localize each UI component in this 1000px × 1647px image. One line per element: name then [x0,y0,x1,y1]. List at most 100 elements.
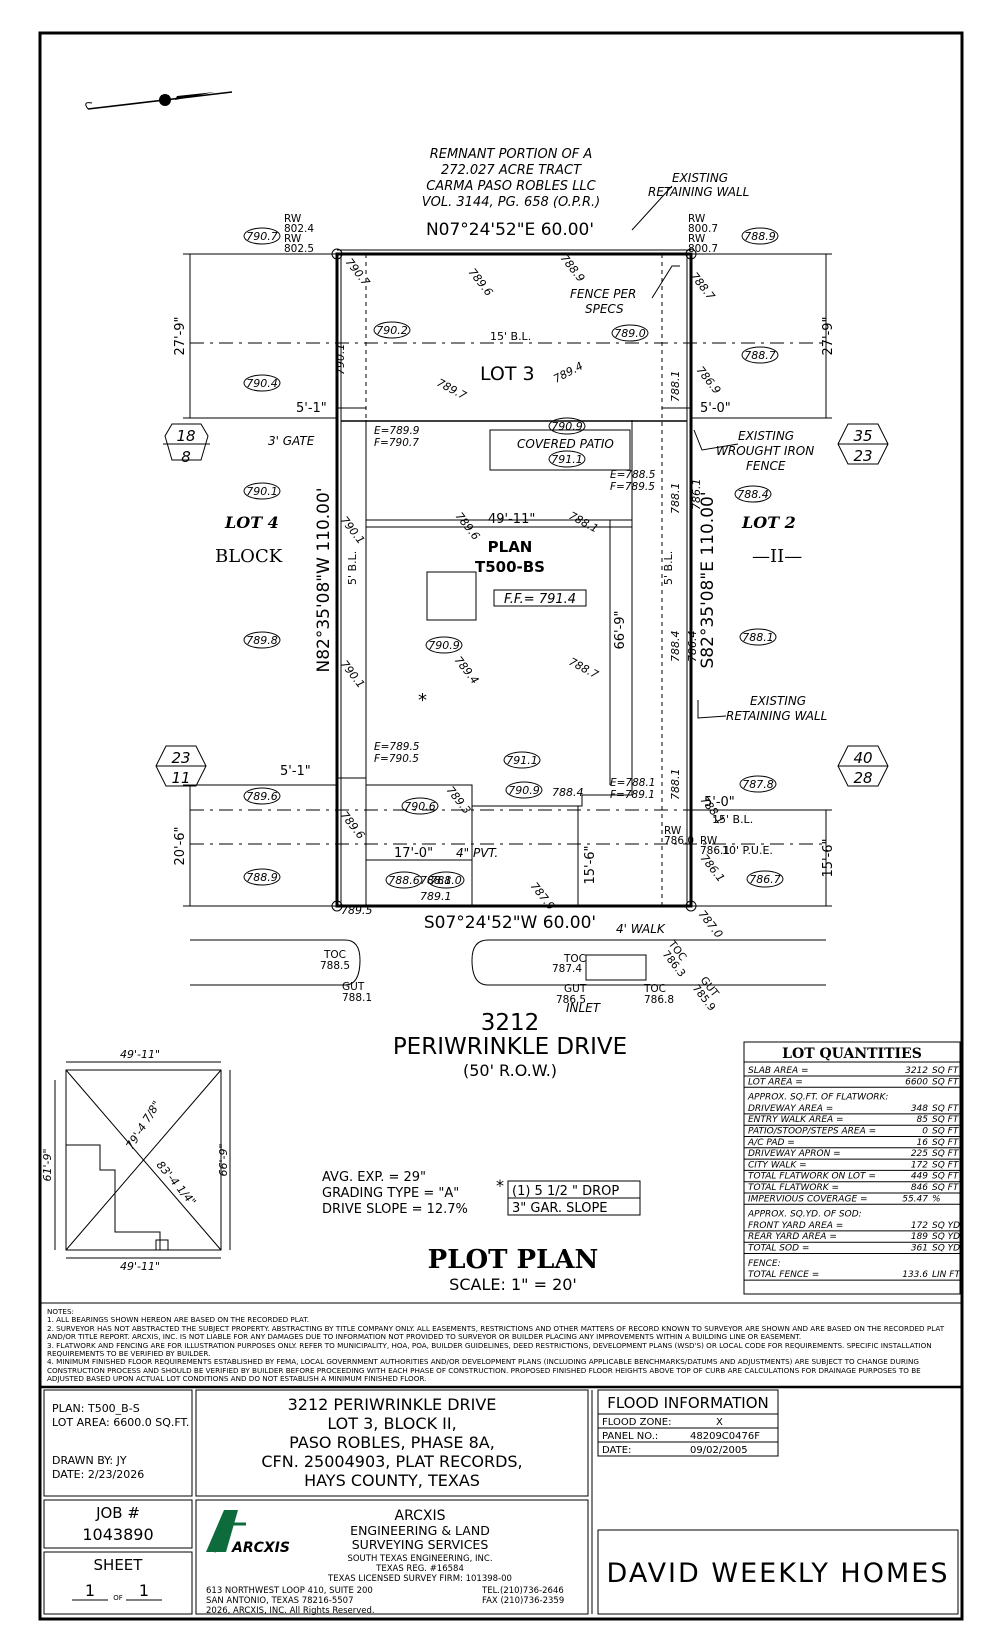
quantity-label: A/C PAD = [747,1138,795,1148]
hex-marker-bl: 23 11 [155,745,207,787]
sod-heading: APPROX. SQ.YD. OF SOD: [747,1210,862,1220]
mini-diag-2: 83'-4 1/4" [154,1159,199,1209]
mini-left: 61'-9" [41,1148,54,1181]
drop-note: (1) 5 1/2 " DROP [512,1184,619,1199]
toc-1: TOC [323,949,346,961]
wrought-iron-2: WROUGHT IRON [716,444,814,458]
elev-bubble: 790.2 [376,324,408,337]
dim-side-bl: 5'-1" [280,764,311,779]
garage-slope: 3" GAR. SLOPE [512,1201,608,1216]
spot-elev: 787.0 [696,908,726,941]
quantity-value: 3212 [905,1066,928,1076]
wrought-iron-3: FENCE [746,459,786,473]
block-number: —II— [752,546,802,567]
company-line-3: SURVEYING SERVICES [352,1537,489,1552]
spot-elev: 786.1 [690,479,703,511]
hex-marker-tr: 35 23 [837,423,889,465]
tb-sheet-of: OF [113,1594,123,1602]
ef-8: F=789.1 [610,789,655,801]
quantity-label: TOTAL SOD = [748,1244,809,1254]
quantity-value: 189 [911,1232,928,1242]
quantity-unit: % [932,1194,941,1204]
quantities-heading: LOT QUANTITIES [782,1046,922,1062]
bl-front-label: 15' B.L. [712,813,753,826]
dim-house-depth: 66'-9" [613,610,628,649]
quantity-label: CITY WALK = [748,1160,807,1170]
rw-tl-1: RW [284,213,302,225]
bearing-left: N82°35'08"W 110.00' [314,488,334,673]
phone: TEL.(210)736-2646 [481,1586,564,1596]
rw-br-4: 786.1 [700,845,730,857]
lot-3-label: LOT 3 [480,363,535,385]
mini-bottom: 49'-11" [120,1260,160,1273]
ef-1: E=789.9 [374,425,420,437]
quantity-label: DRIVEWAY APRON = [748,1149,841,1159]
house-outline [365,519,633,807]
elev-bubble: 786.7 [749,873,781,886]
tb-address-4: CFN. 25004903, PLAT RECORDS, [261,1452,522,1471]
quantity-value: 0 [922,1127,928,1137]
plan-label: PLAN [488,538,533,556]
spot-elev: 788.7 [567,655,601,681]
bl-rear-label: 15' B.L. [490,330,531,343]
ef-4: F=789.5 [610,481,655,493]
dim-side-tr: 5'-0" [700,401,731,416]
quantity-unit: SQ YD [932,1221,960,1231]
lot-4-label: LOT 4 [224,513,279,532]
spot-elev: 790.7 [343,256,373,289]
wrought-iron-1: EXISTING [738,429,794,443]
dim-rear-left: 27'-9" [173,316,188,355]
drop-asterisk: * [496,1176,504,1195]
remnant-line-2: 272.027 ACRE TRACT [441,163,582,178]
ef-5: E=789.5 [374,741,420,753]
quantity-unit: SQ YD [932,1244,960,1254]
mini-right: 66'-9" [217,1143,230,1176]
gut-1-value: 788.1 [342,992,372,1004]
quantity-unit: SQ FT [932,1149,960,1159]
quantity-unit: SQ FT [932,1115,960,1125]
quantity-unit: SQ FT [932,1138,960,1148]
mini-house-diagram: 49'-11" 49'-11" 61'-9" 66'-9" 79'-4 7/8"… [41,1048,231,1273]
spot-elev: 788.1 [420,874,452,887]
pvt-label: 4" PVT. [456,846,498,860]
elev-bubble: 791.1 [551,453,583,466]
tb-address-2: LOT 3, BLOCK II, [327,1414,456,1433]
ef-7: E=788.1 [610,777,656,789]
elev-bubble: 790.6 [404,800,436,813]
quantity-value: 225 [911,1149,928,1159]
dim-side-br: 5'-0" [704,795,735,810]
tb-sheet-label: SHEET [94,1556,144,1574]
hex-bl-top: 23 [171,749,190,767]
elev-bubble: 790.9 [551,420,583,433]
note-line: ADJUSTED BASED UPON ACTUAL LOT CONDITION… [47,1374,427,1384]
elev-bubble: 790.1 [246,485,278,498]
note-line: CONSTRUCTION PROCESS AND SHOULD BE VERIF… [47,1365,921,1375]
hex-tr-top: 35 [853,427,872,445]
flood-date: 09/02/2005 [690,1445,748,1456]
rw-br-1: RW [664,825,682,837]
elev-bubble: 791.1 [506,754,538,767]
panel-number: 48209C0476F [690,1431,760,1442]
notes-heading: NOTES: [47,1307,74,1316]
quantity-label: PATIO/STOOP/STEPS AREA = [748,1127,876,1137]
dim-drive-width: 17'-0" [394,846,433,861]
elev-bubble: 788.0 [430,874,462,887]
hex-bl-bottom: 11 [171,769,190,787]
spot-elev: 790.1 [338,658,368,691]
drive-slope: DRIVE SLOPE = 12.7% [322,1202,468,1217]
covered-patio-label: COVERED PATIO [517,437,614,451]
spot-elev: 789.4 [551,359,585,385]
quantity-value: 172 [911,1160,928,1170]
company-small-1: SOUTH TEXAS ENGINEERING, INC. [347,1554,492,1564]
elev-bubble: 788.9 [246,871,278,884]
office-address-1: 613 NORTHWEST LOOP 410, SUITE 200 [206,1586,373,1596]
hex-tr-bottom: 23 [853,447,872,465]
quantity-label: TOTAL FLATWORK ON LOT = [748,1172,876,1182]
sheet-border [38,31,964,1621]
street-number: 3212 [481,1010,540,1036]
spot-elev: 789.6 [338,809,368,842]
tb-address-1: 3212 PERIWRINKLE DRIVE [288,1395,497,1414]
elev-bubble: 790.4 [246,377,278,390]
hex-marker-br: 40 28 [837,745,889,787]
remnant-line-1: REMNANT PORTION OF A [430,147,593,162]
